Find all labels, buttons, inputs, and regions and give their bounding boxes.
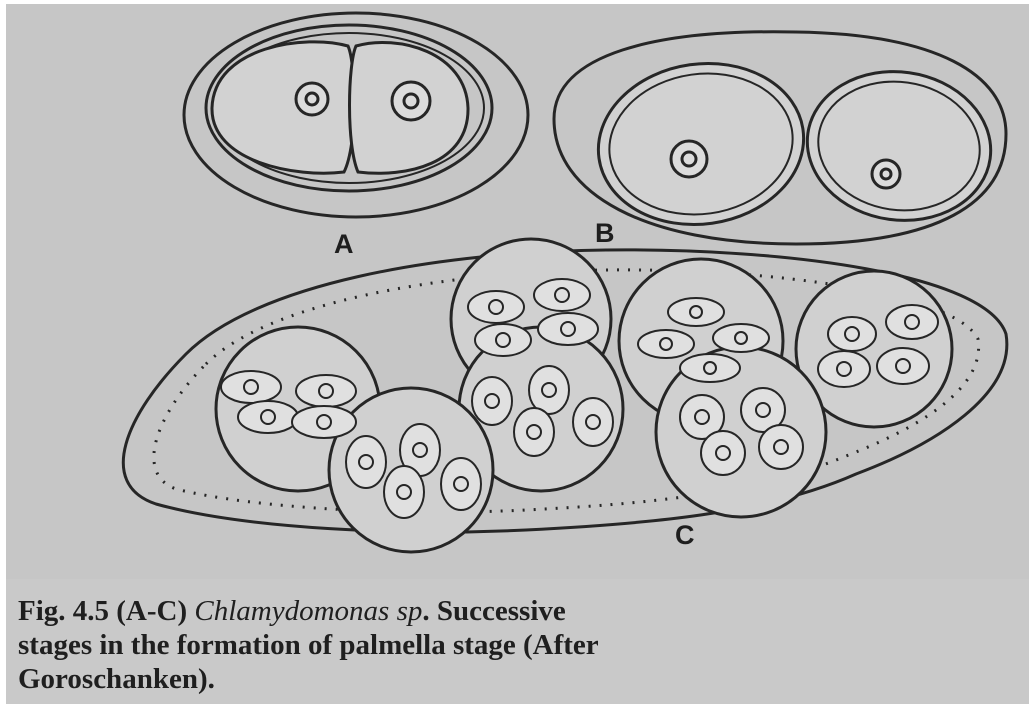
panel-label-a: A: [334, 231, 354, 258]
panel-a-drawing: [184, 13, 528, 217]
figure-caption: Fig. 4.5 (A-C) Chlamydomonas sp. Success…: [18, 594, 1029, 704]
caption-species-name: Chlamydomonas sp: [194, 595, 422, 627]
panel-label-c: C: [675, 522, 695, 549]
caption-figure-number: Fig. 4.5 (A-C): [18, 595, 194, 627]
caption-line-1-end: . Successive: [422, 595, 565, 627]
figure-area: A B C: [6, 4, 1029, 579]
caption-line-3: Goroschanken).: [18, 662, 1029, 696]
panel-b-drawing: [554, 32, 1006, 244]
caption-line-1: Fig. 4.5 (A-C) Chlamydomonas sp. Success…: [18, 594, 1029, 628]
palmella-stages-illustration: [6, 4, 1029, 579]
caption-line-2: stages in the formation of palmella stag…: [18, 628, 1029, 662]
panel-c-drawing: [123, 239, 1007, 552]
scanned-plate: A B C Fig. 4.5 (A-C) Chlamydomonas sp. S…: [6, 4, 1029, 704]
panel-label-b: B: [595, 220, 615, 247]
